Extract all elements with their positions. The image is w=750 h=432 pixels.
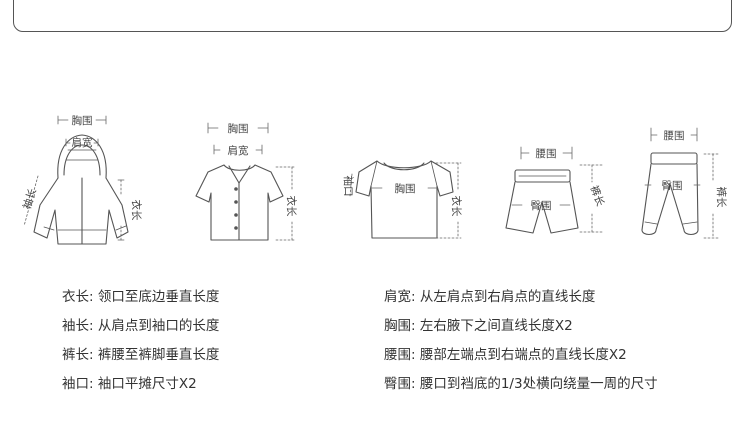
shorts-waist-label: 腰围: [536, 148, 557, 160]
pants-figure: [641, 127, 719, 239]
jacket-chest-label: 胸围: [72, 114, 93, 127]
pants-waist-label: 腰围: [664, 130, 685, 142]
pants-length-label: 裤长: [715, 187, 728, 208]
jacket-length-label: 衣长: [130, 200, 143, 221]
tshirt-chest-label: 胸围: [395, 182, 416, 195]
legend-cuff: 袖口: 袖口平摊尺寸X2: [62, 376, 197, 392]
legend-left: 衣长: 领口至底边垂直长度 袖长: 从肩点到袖口的长度 裤长: 裤腰至裤脚垂直长…: [62, 283, 219, 399]
shirt-figure: [195, 122, 297, 241]
shorts-length-label: 裤长: [588, 184, 608, 209]
legend-length: 衣长: 领口至底边垂直长度: [62, 289, 220, 305]
shirt-shoulder-label: 肩宽: [228, 144, 249, 157]
shirt-length-label: 衣长: [285, 196, 298, 217]
tshirt-cuff-label: 袖口: [342, 176, 355, 197]
top-frame: [13, 0, 732, 32]
legend-pants-length: 裤长: 裤腰至裤脚垂直长度: [62, 347, 220, 363]
legend-shoulder: 肩宽: 从左肩点到右肩点的直线长度: [384, 289, 596, 305]
pants-hip-label: 臀围: [662, 180, 683, 192]
jacket-figure: [23, 115, 129, 245]
jacket-sleeve-label: 袖长: [20, 186, 39, 210]
shorts-hip-label: 臀围: [531, 200, 552, 212]
legend-hip: 臀围: 腰口到裆底的1/3处横向绕量一周的尺寸: [384, 376, 658, 392]
jacket-shoulder-label: 肩宽: [72, 136, 93, 149]
shirt-chest-label: 胸围: [228, 122, 249, 135]
shorts-figure: [505, 146, 605, 234]
legend-waist: 腰围: 腰部左端点到右端点的直线长度X2: [384, 347, 627, 363]
size-diagram: 胸围 肩宽 袖长 衣长 胸围 肩宽 衣长 袖口 胸围 衣长: [20, 114, 728, 245]
legend-chest: 胸围: 左右腋下之间直线长度X2: [384, 318, 573, 334]
tshirt-length-label: 衣长: [450, 196, 463, 217]
tshirt-figure: [349, 160, 462, 239]
legend-sleeve: 袖长: 从肩点到袖口的长度: [62, 318, 220, 334]
legend-right: 肩宽: 从左肩点到右肩点的直线长度 胸围: 左右腋下之间直线长度X2 腰围: 腰…: [384, 283, 658, 399]
